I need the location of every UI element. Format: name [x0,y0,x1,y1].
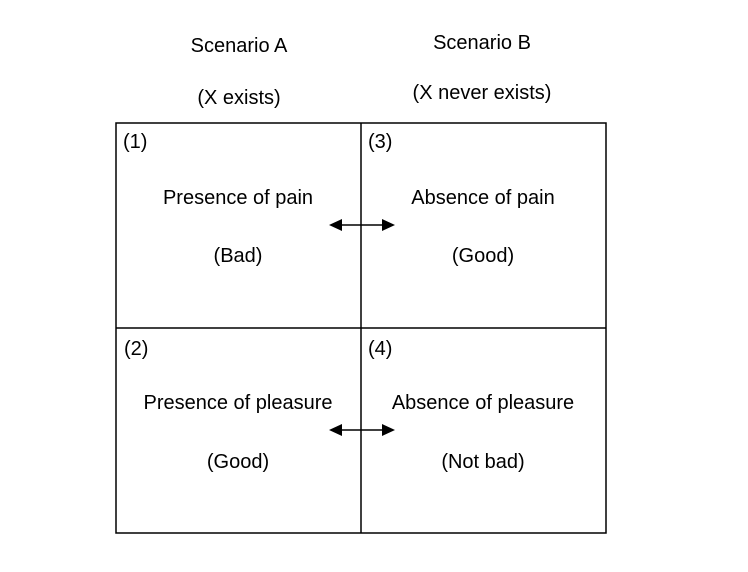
cell-3-value: (Good) [451,245,515,267]
cell-4-label: Absence of pleasure [391,392,575,414]
cell-4-value: (Not bad) [441,451,525,473]
cell-3-label: Absence of pain [411,187,555,209]
cell-1-label: Presence of pain [162,187,314,209]
scenario-a-subtitle: (X exists) [197,87,281,109]
cell-1-value: (Bad) [213,245,263,267]
cell-4-number: (4) [368,338,393,360]
scenario-b-title: Scenario B [433,32,531,54]
scenario-a-title: Scenario A [190,35,288,57]
cell-2-number: (2) [124,338,149,360]
cell-2-value: (Good) [206,451,270,473]
scenario-b-subtitle: (X never exists) [412,82,552,104]
cell-2-label: Presence of pleasure [143,392,333,414]
bottom-double-arrow [329,424,395,436]
cell-3-number: (3) [368,131,393,153]
top-double-arrow [329,219,395,231]
cell-1-number: (1) [123,131,148,153]
